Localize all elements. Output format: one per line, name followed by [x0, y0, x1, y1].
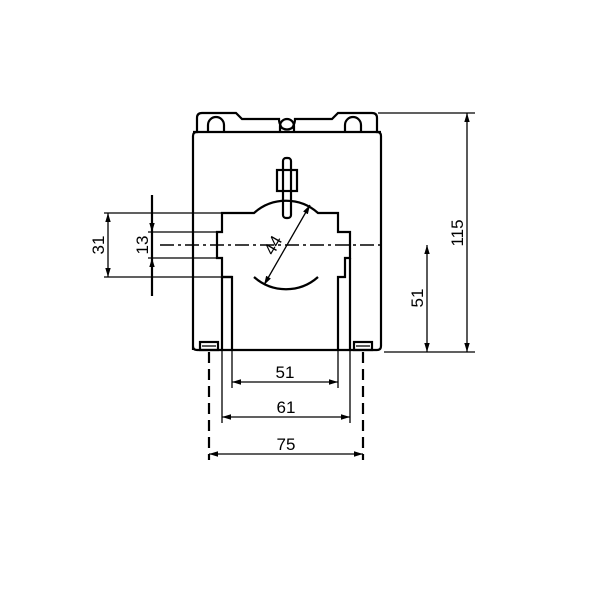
dim-13-label: 13 — [133, 236, 152, 255]
secondary-terminal-pin — [275, 156, 299, 220]
primary-window — [215, 199, 352, 350]
dim-61-label: 61 — [277, 398, 296, 417]
dim-51-horizontal-label: 51 — [276, 363, 295, 382]
dim-center-51: 51 — [408, 245, 430, 352]
dim-height-115: 115 — [378, 112, 475, 353]
dim-bottom: 51 61 75 — [207, 350, 365, 460]
terminals — [198, 340, 374, 352]
dim-51-vertical-label: 51 — [408, 289, 427, 308]
dim-75-label: 75 — [277, 435, 296, 454]
dim-31-label: 31 — [89, 236, 108, 255]
dim-window-31-13: 31 13 — [89, 195, 222, 296]
dim-115-label: 115 — [448, 219, 467, 246]
transformer-body — [191, 111, 383, 352]
